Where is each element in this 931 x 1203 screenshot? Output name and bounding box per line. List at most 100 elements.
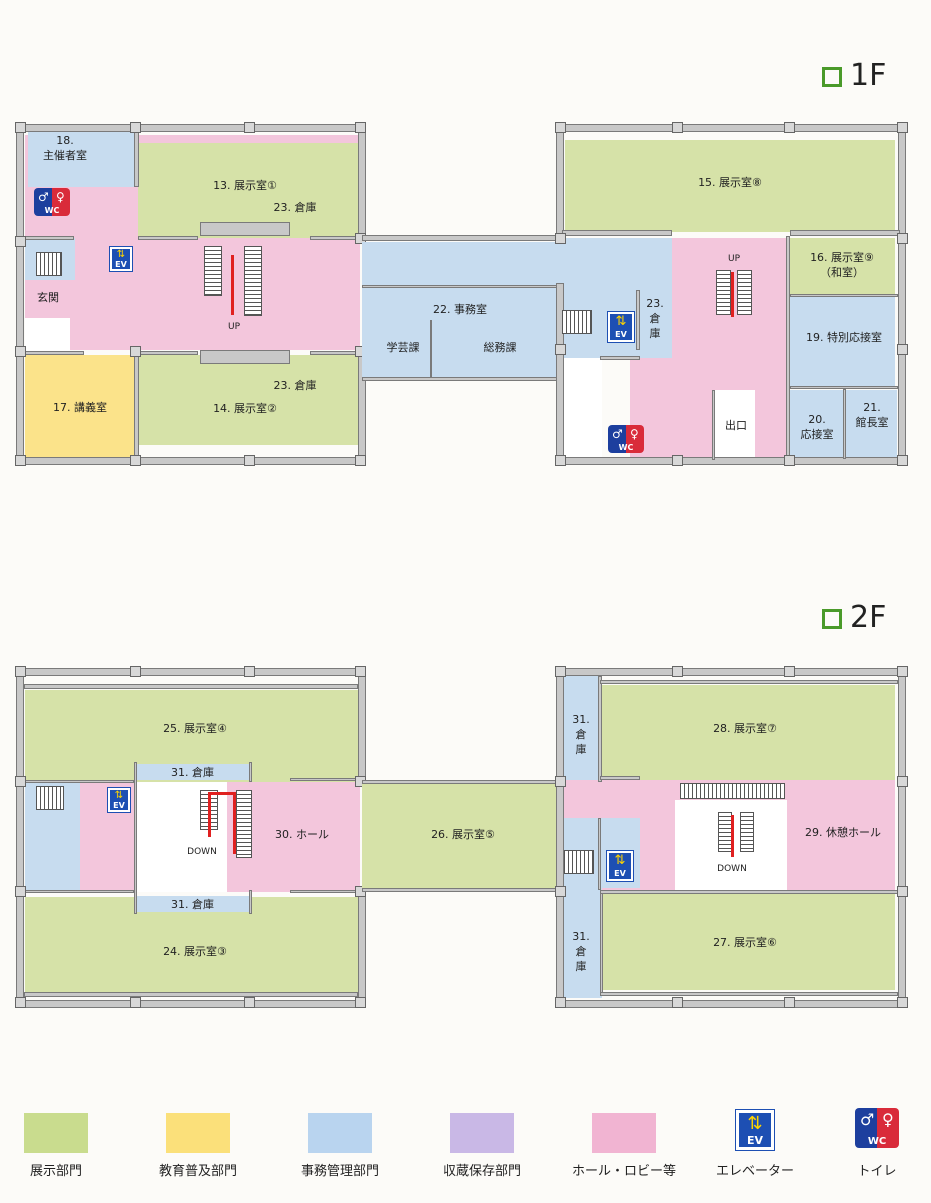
- wall: [600, 776, 640, 780]
- staircase: [716, 270, 731, 315]
- wall: [600, 992, 898, 996]
- pillar: [672, 455, 683, 466]
- staircase: [236, 790, 252, 858]
- wall: [598, 818, 601, 890]
- pillar: [897, 122, 908, 133]
- pillar: [15, 776, 26, 787]
- room-31c: [562, 672, 600, 784]
- room-22: [362, 287, 558, 379]
- pillar: [555, 886, 566, 897]
- elevator-icon: ⇅EV: [109, 246, 133, 272]
- room-17-label: 17. 講義室: [53, 401, 107, 414]
- wall: [790, 386, 898, 389]
- hall-30-label: 30. ホール: [275, 828, 329, 841]
- wall: [358, 668, 366, 783]
- square-icon: [822, 66, 842, 87]
- pillar: [784, 666, 795, 677]
- pillar: [15, 455, 26, 466]
- wall: [16, 457, 366, 465]
- legend-swatch-exhibition: [24, 1113, 88, 1153]
- pillar: [355, 666, 366, 677]
- legend-swatch-education: [166, 1113, 230, 1153]
- wall: [556, 457, 906, 465]
- staircase: [680, 783, 785, 799]
- elevator-icon: ⇅EV: [607, 311, 635, 343]
- wall: [556, 124, 564, 242]
- pillar: [784, 122, 795, 133]
- room-20-label: 20. 応接室: [800, 413, 834, 441]
- pillar: [672, 122, 683, 133]
- pillar: [130, 346, 141, 357]
- wall: [16, 124, 24, 464]
- wall: [24, 992, 358, 997]
- wall: [200, 222, 290, 236]
- pillar: [130, 122, 141, 133]
- room-16-label: 16. 展示室⑨ （和室）: [810, 251, 874, 279]
- pillar: [15, 886, 26, 897]
- room-24: [25, 897, 360, 992]
- room-23a-label: 23. 倉庫: [273, 201, 317, 214]
- stair-down-label: DOWN: [717, 864, 747, 874]
- pillar: [355, 122, 366, 133]
- room-26: [362, 784, 560, 888]
- entrance-vestibule: [25, 318, 70, 353]
- room-20: [790, 390, 843, 460]
- wall: [24, 236, 74, 240]
- exit-passage: [715, 390, 755, 460]
- room-15: [565, 140, 895, 232]
- wall: [138, 351, 198, 355]
- pillar: [555, 455, 566, 466]
- room-16: [790, 238, 895, 295]
- pillar: [784, 997, 795, 1008]
- wall: [138, 236, 198, 240]
- wall: [16, 1000, 366, 1008]
- room-14: [138, 355, 358, 445]
- room-31c-label: 31. 倉 庫: [572, 713, 590, 756]
- pillar: [555, 344, 566, 355]
- room-28: [600, 685, 895, 780]
- wall: [790, 230, 900, 236]
- floor-2f-title: 2F: [822, 600, 886, 635]
- up-arrow: [231, 255, 234, 315]
- wall: [249, 762, 252, 782]
- floor-1f-title: 1F: [822, 58, 886, 93]
- legend-label-toilet: トイレ: [857, 1164, 897, 1179]
- down-arrow: [731, 815, 734, 857]
- stair-up-label: UP: [727, 254, 740, 264]
- wall: [600, 680, 898, 684]
- room-23c: [640, 290, 670, 350]
- room-14-label: 14. 展示室②: [213, 402, 277, 415]
- staircase: [204, 246, 222, 296]
- room-31a: [137, 764, 249, 780]
- pillar: [897, 344, 908, 355]
- wall: [600, 893, 603, 993]
- room-23b-label: 23. 倉庫: [273, 379, 317, 392]
- pillar: [244, 666, 255, 677]
- wall: [362, 285, 558, 288]
- staircase: [36, 786, 64, 810]
- room-15-label: 15. 展示室⑧: [698, 176, 762, 189]
- wall: [430, 320, 432, 377]
- pillar: [244, 455, 255, 466]
- stair-hall-right-2f: [562, 818, 602, 998]
- down-arrow: [233, 792, 236, 854]
- pillar: [130, 455, 141, 466]
- wall: [249, 890, 252, 914]
- pillar: [897, 455, 908, 466]
- room-21-label: 21. 館長室: [855, 401, 889, 429]
- legend-label-elevator: エレベーター: [715, 1164, 794, 1179]
- pillar: [244, 997, 255, 1008]
- wall: [362, 780, 560, 784]
- pillar: [897, 886, 908, 897]
- pillar: [784, 455, 795, 466]
- room-13-label: 13. 展示室①: [213, 179, 277, 192]
- wall: [556, 1000, 906, 1008]
- wall: [24, 780, 134, 783]
- toilet-icon: ♂♀WC: [608, 425, 644, 453]
- wall: [362, 888, 560, 892]
- pillar: [555, 997, 566, 1008]
- staircase: [737, 270, 752, 315]
- room-22-label: 22. 事務室: [433, 303, 487, 316]
- entrance-label: 玄関: [37, 291, 59, 304]
- wall: [310, 236, 358, 240]
